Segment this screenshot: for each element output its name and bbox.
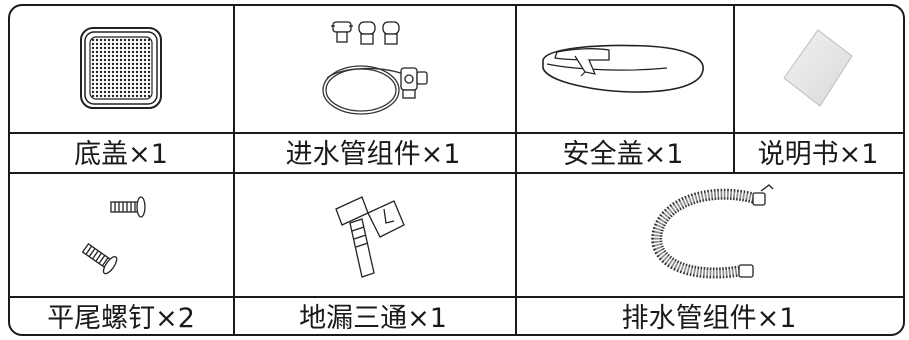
tee-icon (335, 196, 405, 278)
bottom-cover-icon (80, 27, 162, 109)
row-divider-3 (10, 296, 903, 298)
drain-hose-icon (651, 184, 774, 279)
floor-drain-tee-image (232, 172, 514, 296)
col-divider-r1-2 (515, 6, 517, 174)
row-divider-2 (10, 172, 903, 174)
leveling-screws-label: 平尾螺钉×2 (47, 302, 195, 334)
col-divider-r2-2 (515, 172, 517, 336)
safety-cover-label: 安全盖×1 (562, 138, 684, 170)
col-divider-r1-3 (733, 6, 735, 174)
manual-label: 说明书×1 (757, 138, 879, 170)
leveling-screws-image (10, 172, 232, 296)
screw-icon (81, 196, 146, 275)
manual-icon (783, 29, 853, 107)
floor-drain-tee-label: 地漏三通×1 (299, 302, 447, 334)
bottom-cover-label: 底盖×1 (74, 138, 168, 170)
drain-hose-assembly-image (514, 172, 904, 296)
bottom-cover-image (10, 6, 232, 130)
row-divider-1 (10, 132, 903, 134)
inlet-hose-icon (322, 21, 428, 115)
accessory-table (8, 4, 905, 336)
inlet-hose-assembly-image (232, 6, 514, 130)
safety-cover-icon (542, 44, 704, 93)
safety-cover-image (514, 6, 732, 130)
drain-hose-assembly-label: 排水管组件×1 (621, 302, 797, 334)
col-divider-r2-1 (233, 172, 235, 336)
manual-image (732, 6, 904, 130)
inlet-hose-assembly-label: 进水管组件×1 (285, 138, 461, 170)
col-divider-r1-1 (233, 6, 235, 174)
